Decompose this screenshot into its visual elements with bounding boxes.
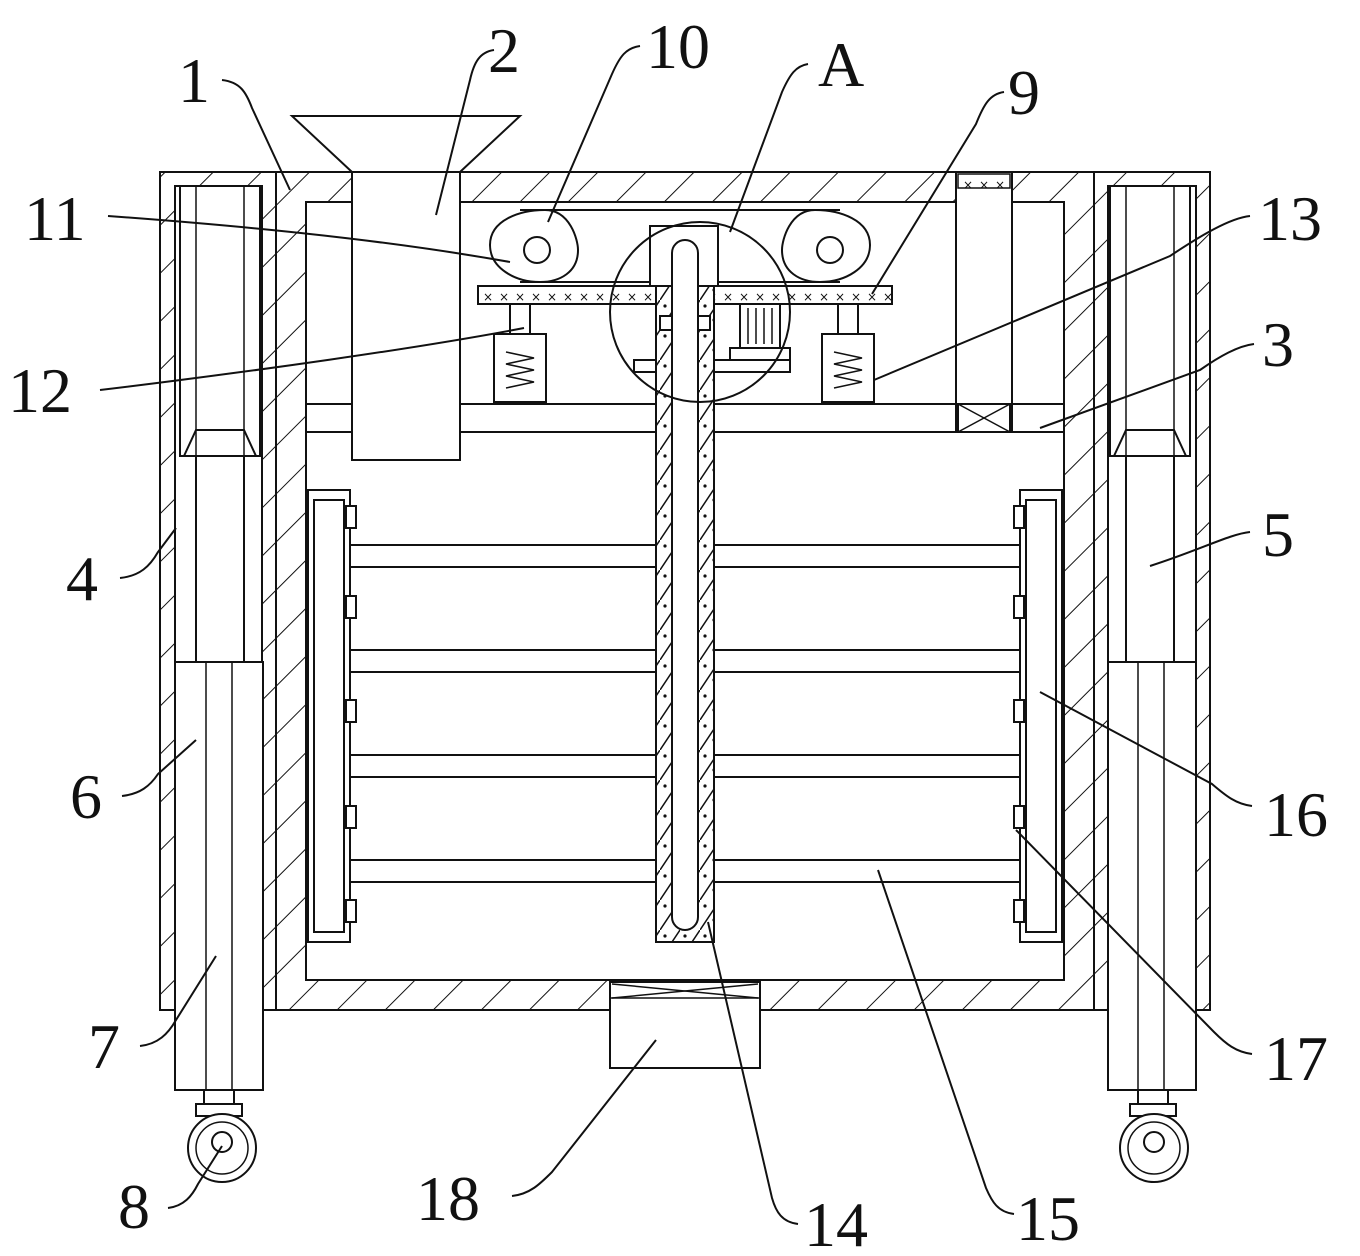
label-9: 9: [1008, 57, 1040, 128]
label-11: 11: [24, 183, 86, 254]
right-column: [1093, 171, 1211, 1091]
caster-right: [1119, 1089, 1189, 1183]
central-shaft: [655, 239, 715, 943]
label-17: 17: [1264, 1023, 1328, 1094]
discharge-valve: [609, 981, 761, 1069]
label-1: 1: [178, 45, 210, 116]
label-16: 16: [1264, 779, 1328, 850]
label-18: 18: [416, 1163, 480, 1234]
label-10: 10: [646, 11, 710, 82]
upper-mechanism: [305, 171, 1065, 433]
callouts: 1 2 10 A 9 11 13 12 3 4 5 6 16 7 17 8 18…: [8, 11, 1328, 1256]
label-8: 8: [118, 1171, 150, 1242]
label-5: 5: [1262, 499, 1294, 570]
label-4: 4: [66, 543, 98, 614]
label-a: A: [818, 29, 864, 100]
left-scraper: [307, 489, 357, 943]
right-scraper: [1013, 489, 1063, 943]
caster-left: [187, 1089, 257, 1183]
label-12: 12: [8, 355, 72, 426]
detail-circle-a: [609, 221, 791, 403]
label-6: 6: [70, 761, 102, 832]
left-column: [159, 171, 277, 1091]
feed-hopper: [289, 115, 523, 461]
label-13: 13: [1258, 183, 1322, 254]
label-14: 14: [804, 1189, 868, 1256]
leader-lines: [99, 45, 1255, 1225]
label-15: 15: [1016, 1183, 1080, 1254]
label-7: 7: [88, 1011, 120, 1082]
label-3: 3: [1262, 309, 1294, 380]
stirring-rods: [343, 544, 1025, 883]
label-2: 2: [488, 15, 520, 86]
